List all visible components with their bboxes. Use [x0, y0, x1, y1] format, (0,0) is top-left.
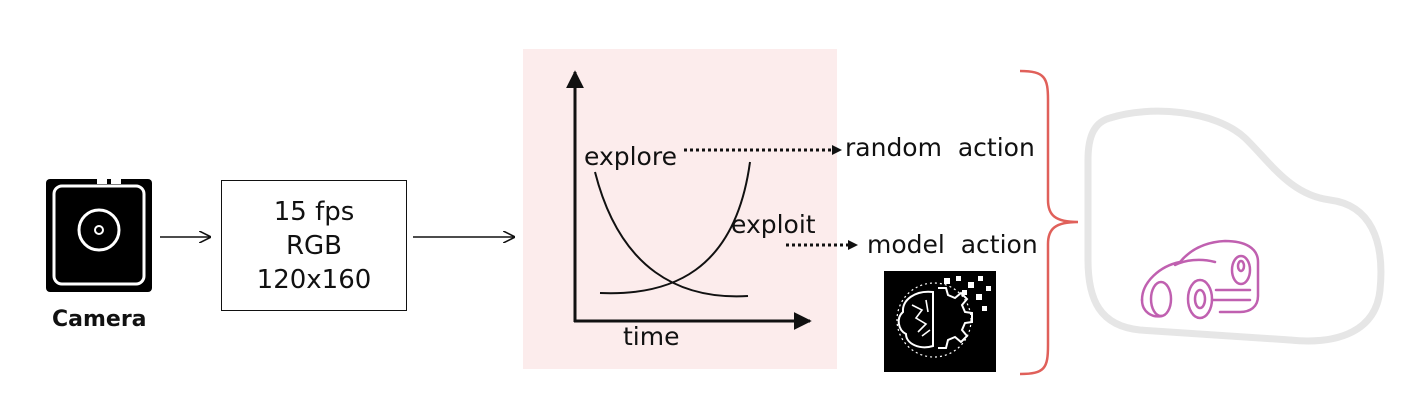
chart-axes	[566, 70, 812, 330]
grouping-brace	[1019, 69, 1079, 376]
random-action-label: random action	[845, 133, 1035, 162]
exploit-curve	[599, 161, 751, 295]
explore-curve	[594, 171, 749, 298]
spec-color-format: RGB	[285, 230, 343, 261]
camera-icon	[46, 179, 152, 292]
arrow-explore-to-random-head	[832, 145, 842, 155]
spec-fps: 15 fps	[273, 196, 355, 227]
exploit-label: exploit	[731, 210, 816, 239]
camera-label: Camera	[52, 307, 147, 332]
race-track-icon	[1084, 107, 1385, 345]
input-spec-box: 15 fps RGB 120x160	[221, 180, 407, 311]
ai-brain-gear-icon	[884, 271, 996, 372]
time-axis-label: time	[623, 322, 680, 351]
explore-label: explore	[584, 142, 677, 171]
race-car-icon	[1140, 239, 1260, 320]
spec-resolution: 120x160	[256, 264, 372, 295]
model-action-label: model action	[867, 230, 1038, 259]
arrow-exploit-to-model-head	[848, 240, 858, 250]
